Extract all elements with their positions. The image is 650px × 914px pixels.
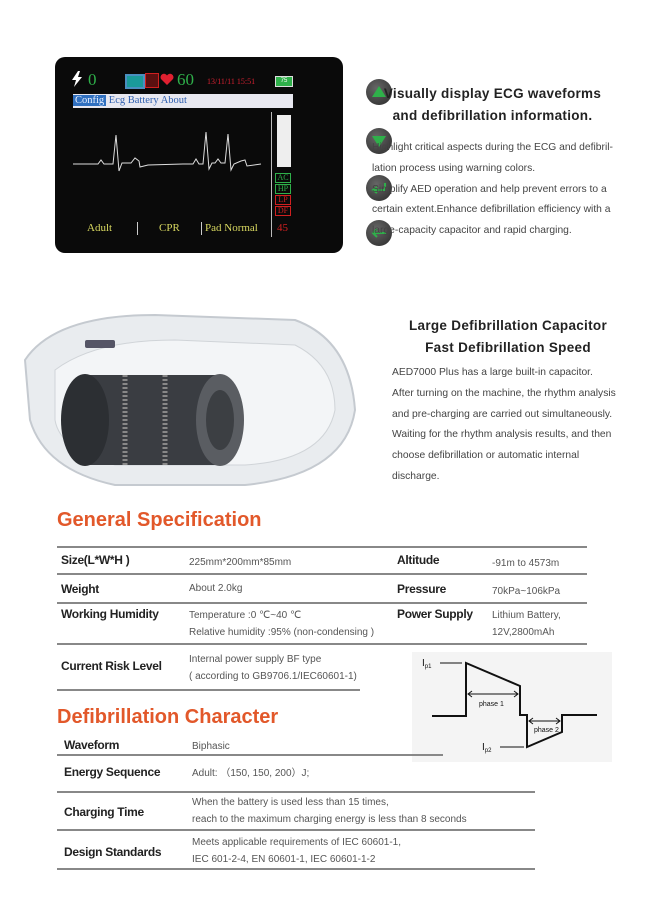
defib-label: Waveform	[64, 738, 120, 752]
ecg-waveform	[73, 131, 262, 172]
heart-rate: 60	[177, 70, 194, 89]
mode-adult: Adult	[87, 222, 113, 234]
spec-label: Weight	[61, 582, 99, 596]
enter-icon	[371, 183, 386, 194]
screen-footer: Adult CPR Pad Normal	[73, 222, 273, 235]
footer-divider	[201, 222, 202, 235]
filter-ac: AC	[275, 173, 291, 183]
menu-ecg[interactable]: Ecg	[108, 95, 126, 106]
down-arrow-icon	[372, 136, 386, 147]
defib-value: Biphasic	[192, 741, 230, 752]
biphasic-waveform-diagram: Ip1 Ip2 phase 1 phase 2	[412, 652, 612, 762]
back-button[interactable]	[366, 220, 392, 246]
footer-value: 45	[277, 222, 288, 234]
defib-title: Defibrillation Character	[57, 706, 279, 728]
general-spec-title: General Specification	[57, 509, 262, 531]
spec-value: Lithium Battery,12V,2800mAh	[492, 610, 561, 638]
spec-value: Internal power supply BF type( according…	[189, 654, 357, 682]
up-arrow-icon	[372, 86, 386, 97]
down-button[interactable]	[366, 128, 392, 154]
filter-df: DF	[275, 206, 291, 216]
spec-label: Current Risk Level	[61, 659, 162, 673]
ip1-label: Ip1	[422, 658, 432, 670]
battery-icon: 75	[275, 76, 293, 87]
menu-bar: Config Ecg Battery About	[73, 94, 293, 108]
section1-text: Highlight critical aspects during the EC…	[372, 142, 613, 237]
lightning-icon	[72, 71, 82, 87]
menu-config[interactable]: Config	[73, 95, 107, 106]
enter-button[interactable]	[366, 175, 392, 201]
shock-count: 0	[88, 70, 97, 89]
spec-label: Size(L*W*H )	[61, 553, 130, 567]
mode-cpr: CPR	[159, 222, 180, 234]
pad-icon	[125, 74, 145, 89]
datetime: 13/11/11 15:51	[207, 77, 256, 86]
spec-label: Pressure	[397, 582, 446, 596]
child-icon	[145, 73, 159, 88]
defib-label: Design Standards	[64, 845, 162, 859]
defib-label: Energy Sequence	[64, 765, 161, 779]
back-arrow-icon	[371, 228, 386, 238]
defib-value: Meets applicable requirements of IEC 606…	[192, 837, 402, 865]
section2-text: AED7000 Plus has a large built-in capaci…	[392, 367, 616, 482]
pad-status: Pad Normal	[205, 222, 258, 234]
spec-label: Power Supply	[397, 607, 473, 621]
heart-icon	[160, 73, 174, 85]
spec-value: About 2.0kg	[189, 583, 243, 594]
menu-about[interactable]: About	[160, 95, 187, 106]
ip2-label: Ip2	[482, 742, 492, 754]
spec-label: Working Humidity	[61, 607, 159, 621]
spec-label: Altitude	[397, 553, 440, 567]
menu-battery[interactable]: Battery	[127, 95, 159, 106]
filter-hp: HP	[275, 184, 291, 194]
spec-value: 225mm*200mm*85mm	[189, 557, 292, 568]
phase1-label: phase 1	[479, 701, 504, 708]
spec-value: -91m to 4573m	[492, 558, 560, 569]
energy-bar	[277, 115, 291, 167]
up-button[interactable]	[366, 79, 392, 105]
defib-label: Charging Time	[64, 805, 144, 819]
aed-screen: 0 60 13/11/11 15:51 75 Config Ecg Batter…	[55, 57, 392, 253]
filter-lp: LP	[275, 195, 291, 205]
aed-capacitor-image	[23, 313, 357, 486]
phase2-label: phase 2	[534, 727, 559, 734]
defib-value: When the battery is used less than 15 ti…	[192, 797, 467, 825]
defib-value: Adult: （150, 150, 200）J;	[192, 768, 310, 779]
footer-divider	[137, 222, 138, 235]
spec-value: 70kPa~106kPa	[492, 586, 561, 597]
